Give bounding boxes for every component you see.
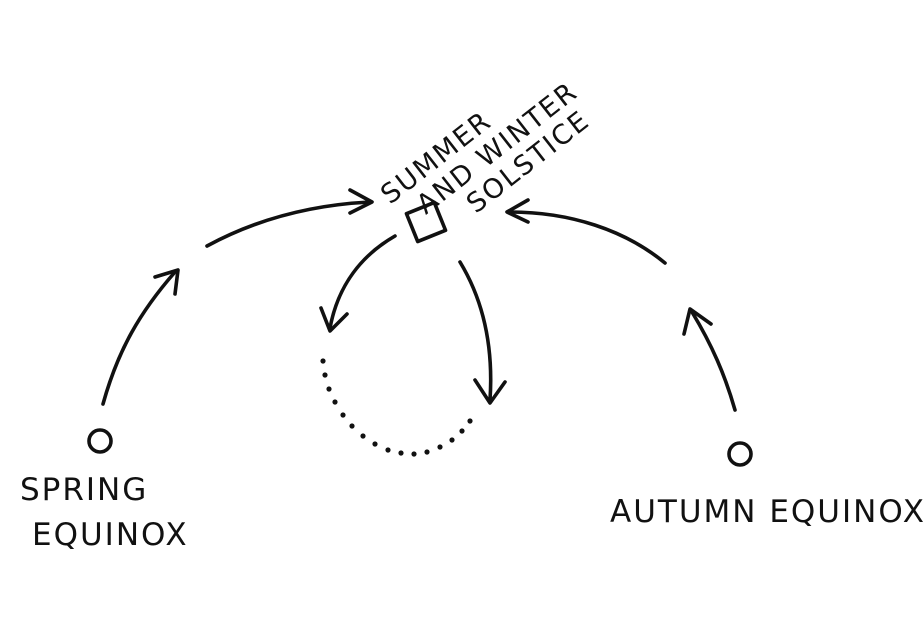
- inner-loop-left: [328, 234, 397, 330]
- autumn-arc-lower: [690, 310, 737, 412]
- spring-arc-lower: [101, 270, 177, 406]
- inner-loop-right-arrowhead: [473, 378, 507, 405]
- inner-loop-left-arrowhead: [319, 306, 349, 333]
- autumn-arc-upper-arrowhead: [505, 198, 530, 224]
- solstice-node: [404, 200, 448, 244]
- autumn-equinox-node: [727, 441, 753, 467]
- autumn-equinox-label: AUTUMN EQUINOX: [610, 494, 923, 530]
- inner-loop-right: [458, 260, 493, 402]
- autumn-arc-lower-arrowhead: [682, 307, 713, 336]
- spring-arc-upper: [205, 200, 372, 248]
- autumn-arc-upper: [508, 210, 667, 265]
- spring-arc-lower-arrowhead: [153, 268, 180, 296]
- spring-equinox-node: [87, 428, 113, 454]
- inner-loop-dotted: [320, 358, 473, 457]
- spring-equinox-label-line1: SPRING: [20, 472, 148, 508]
- spring-equinox-label-line2: EQUINOX: [32, 517, 189, 553]
- solstice-label-group: SUMMER AND WINTER SOLSTICE: [375, 76, 596, 221]
- spring-arc-upper-arrowhead: [348, 188, 374, 215]
